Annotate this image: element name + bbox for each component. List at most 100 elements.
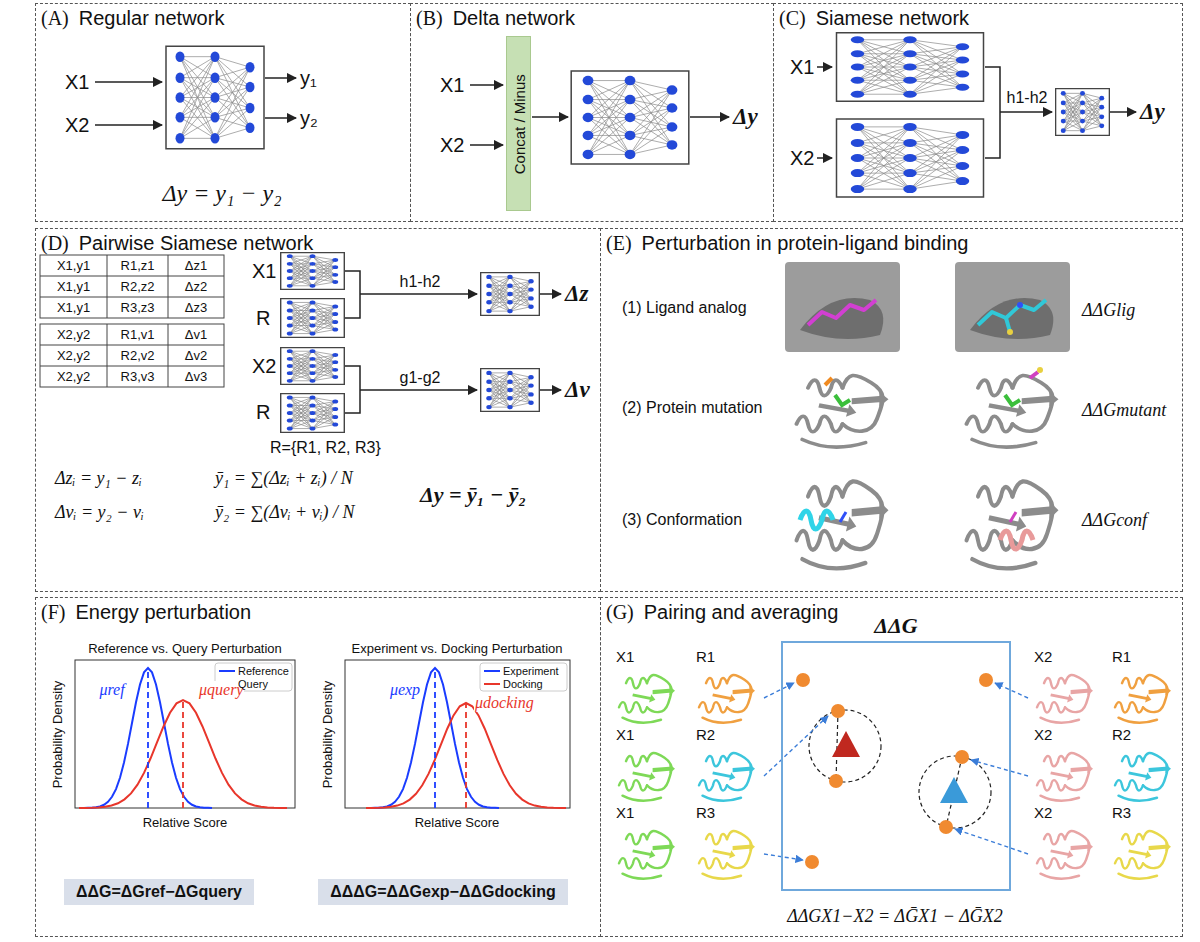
variable-label: X1 — [790, 56, 814, 79]
protein-illustrations-part — [797, 375, 889, 447]
pairing-illustration-part — [940, 777, 968, 803]
regular-network-art-part-part — [95, 124, 162, 126]
delta-network-art-part-part — [690, 116, 729, 118]
protein-illustrations-part — [835, 395, 850, 405]
variable-label: X2 — [790, 147, 814, 170]
protein-illustrations-part — [808, 300, 876, 325]
energy-symbol: ΔΔGmutant — [1082, 400, 1166, 421]
structure-label: R1 — [1112, 648, 1131, 665]
delta-network-art-part-part — [532, 116, 568, 118]
pairing-illustration-part — [1037, 675, 1093, 723]
output-symbol: Δv — [565, 377, 590, 403]
structure-label: X2 — [1034, 804, 1052, 821]
siamese-network-art-part — [1056, 89, 1110, 136]
variable-label: X1 — [65, 71, 89, 94]
regular-network-art-part — [166, 46, 264, 149]
pairing-illustration-part-part — [955, 750, 969, 764]
density-plots-part — [484, 670, 500, 672]
pairwise-network-art-part — [281, 252, 345, 289]
pairwise-network-art-part-part — [360, 389, 477, 391]
legend-text: Docking — [503, 678, 543, 690]
equation: Δvᵢ = y₂ − vᵢ — [55, 502, 144, 523]
table-cell: R1,z1 — [121, 258, 155, 273]
pairing-illustration-part — [764, 683, 1028, 860]
siamese-network-art — [817, 33, 1136, 197]
pairing-illustration-part — [832, 731, 860, 757]
protein-illustrations-part — [1030, 372, 1038, 378]
panel-heading: (E)Perturbation in protein-ligand bindin… — [606, 232, 968, 255]
structure-label: X2 — [1034, 648, 1052, 665]
pairwise-network-art-part — [281, 393, 345, 432]
structure-label: X1 — [616, 804, 634, 821]
panel-title: Regular network — [79, 7, 225, 30]
delta-network-art-part-part — [470, 84, 503, 86]
axis-label: Relative Score — [415, 815, 500, 830]
pairwise-network-art-part-part — [40, 255, 224, 318]
panel-frame: (B)Delta networkConcat / Minus — [410, 3, 774, 222]
protein-illustrations-part — [970, 298, 1053, 339]
pairwise-network-art-part — [481, 272, 540, 315]
pairing-illustration-part — [1037, 831, 1093, 879]
variable-label: R — [256, 307, 270, 330]
mean-marker: μexp — [389, 681, 421, 699]
pairwise-network-art-part — [345, 271, 561, 413]
equation: Δy = ȳ₁ − ȳ₂ — [420, 482, 526, 508]
density-plots-part — [147, 668, 149, 808]
protein-illustrations-part — [797, 481, 889, 568]
panel-title: Energy perturbation — [75, 601, 251, 624]
density-plots-part — [366, 703, 566, 808]
pairing-illustration-part-part — [939, 820, 953, 834]
pairing-illustration-part — [1115, 675, 1171, 723]
band-text: Concat / Minus — [511, 74, 528, 174]
pairing-illustration-part — [1037, 753, 1093, 801]
pairwise-network-art-part-part — [40, 324, 224, 387]
mean-marker: μdocking — [474, 694, 535, 712]
mean-marker: μquery — [198, 681, 244, 699]
table-cell: X1,y1 — [57, 300, 90, 315]
regular-network-art-part-part — [265, 117, 296, 119]
variable-label: y₁ — [300, 67, 317, 90]
density-plots-part — [484, 683, 500, 685]
box-heading: ΔΔG — [874, 613, 917, 639]
protein-illustrations — [785, 262, 1070, 568]
protein-illustrations-part — [1037, 367, 1043, 373]
panel-title: Delta network — [453, 7, 575, 30]
regular-network-art-part-part — [265, 77, 296, 79]
panel-title: Perturbation in protein-ligand binding — [642, 232, 969, 255]
pairing-illustration-part-part — [829, 774, 843, 788]
pairing-illustration-part — [1115, 753, 1171, 801]
panel-letter: (G) — [606, 601, 634, 624]
panel-letter: (F) — [41, 601, 65, 624]
pairing-illustration-part — [809, 710, 881, 782]
pairing-illustration-part-part — [979, 673, 993, 687]
pairing-illustration-part-part — [764, 683, 794, 698]
delta-network-art-part — [571, 71, 689, 164]
energy-symbol: ΔΔGconf — [1082, 510, 1147, 531]
siamese-network-art-part-part — [1000, 111, 1052, 113]
difference-label: h1-h2 — [400, 273, 441, 291]
pairwise-network-art-part — [481, 368, 540, 411]
panel-frame: (G)Pairing and averagingΔΔG — [600, 597, 1183, 937]
siamese-network-art-part — [837, 119, 984, 197]
table-cell: X2,y2 — [57, 369, 90, 384]
panel-letter: (D) — [41, 232, 69, 255]
pairwise-network-art-part — [281, 347, 345, 384]
variable-label: y₂ — [300, 107, 318, 130]
structure-label: R2 — [1112, 726, 1131, 743]
density-plots-part — [75, 660, 295, 808]
protein-illustrations-part — [1007, 329, 1013, 335]
regular-network-art — [95, 46, 296, 149]
density-plots-part — [84, 668, 212, 808]
difference-label: h1-h2 — [1007, 89, 1048, 107]
formula-text: ΔΔΔG=ΔΔGexp−ΔΔGdocking — [330, 883, 555, 901]
pairing-illustration-part — [699, 675, 755, 723]
siamese-network-art-part-part — [817, 66, 832, 68]
panel-title: Pairwise Siamese network — [79, 232, 314, 255]
pairwise-network-art-part-part — [540, 293, 561, 295]
pairing-illustration-part-part — [764, 716, 828, 776]
variable-label: R — [256, 401, 270, 424]
pairing-illustration-part — [836, 711, 838, 781]
equation: Δy = y₁ − y₂ — [162, 180, 281, 207]
pairing-illustration-part — [699, 831, 755, 879]
